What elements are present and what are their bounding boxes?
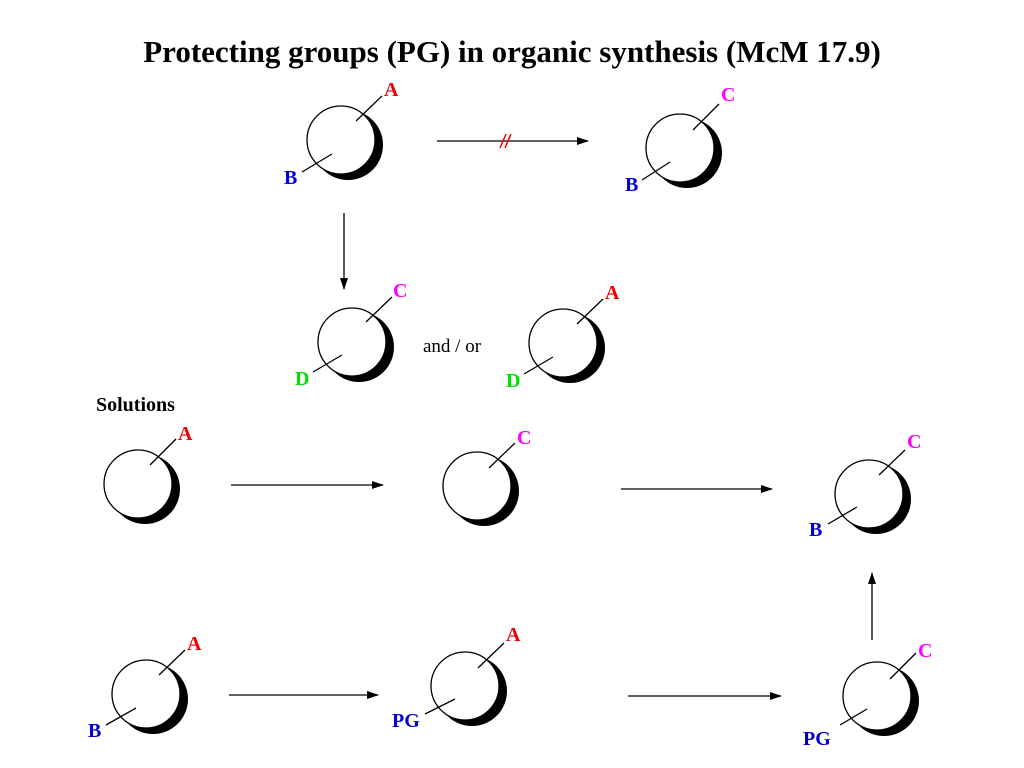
substituent-upper: C [918, 640, 932, 662]
blocked-mark-1 [499, 133, 507, 149]
bond-lower [641, 161, 671, 181]
molecule-a-b-start-2: A B [88, 633, 202, 742]
substituent-upper: C [721, 84, 735, 106]
ring [103, 449, 173, 519]
molecule-a-only: A [103, 423, 193, 524]
ring [528, 308, 598, 378]
substituent-upper: A [187, 633, 202, 655]
ring [317, 307, 387, 377]
bond-lower [424, 698, 456, 715]
substituent-lower: PG [803, 728, 831, 750]
bond-upper [878, 449, 906, 476]
substituent-lower: B [88, 720, 101, 742]
substituent-lower: B [809, 519, 822, 541]
substituent-lower: D [295, 368, 309, 390]
molecule-c-pg: C PG [803, 640, 932, 750]
substituent-upper: A [506, 624, 521, 646]
bond-upper [365, 296, 393, 323]
molecule-a-pg: A PG [392, 624, 521, 732]
bond-upper [355, 95, 383, 122]
bond-upper [889, 652, 917, 680]
substituent-upper: A [178, 423, 193, 445]
substituent-lower: B [284, 167, 297, 189]
molecule-a-d-product: A D [506, 282, 620, 392]
bond-upper [576, 298, 604, 325]
bond-lower [301, 153, 333, 173]
bond-lower [312, 354, 343, 373]
bond-upper [149, 438, 177, 466]
molecule-c-b-final: C B [809, 431, 921, 541]
ring [111, 659, 181, 729]
substituent-upper: A [605, 282, 620, 304]
ring [645, 113, 715, 183]
ring [842, 661, 912, 731]
substituent-upper: A [384, 79, 399, 101]
substituent-lower: B [625, 174, 638, 196]
molecule-c-d-product: C D [295, 280, 407, 390]
substituent-upper: C [907, 431, 921, 453]
bond-upper [692, 103, 720, 131]
substituent-lower: D [506, 370, 520, 392]
page-title: Protecting groups (PG) in organic synthe… [143, 34, 881, 69]
ring [430, 651, 500, 721]
substituent-upper: C [517, 427, 531, 449]
bond-upper [477, 642, 505, 669]
ring [306, 105, 376, 175]
bond-lower [839, 708, 868, 726]
bond-lower [105, 707, 137, 726]
blocked-arrow [437, 133, 589, 149]
bond-lower [827, 506, 858, 525]
molecule-a-b-start: A B [284, 79, 399, 189]
ring [834, 459, 904, 529]
solutions-heading: Solutions [96, 394, 175, 416]
bond-lower [523, 356, 554, 375]
blocked-mark-2 [504, 133, 512, 149]
bond-upper [158, 649, 186, 676]
molecule-c-b-target: C B [625, 84, 735, 196]
substituent-lower: PG [392, 710, 420, 732]
ring [442, 451, 512, 521]
molecule-c-only: C [442, 427, 531, 526]
substituent-upper: C [393, 280, 407, 302]
bond-upper [488, 442, 516, 469]
and-or-label: and / or [423, 336, 482, 357]
